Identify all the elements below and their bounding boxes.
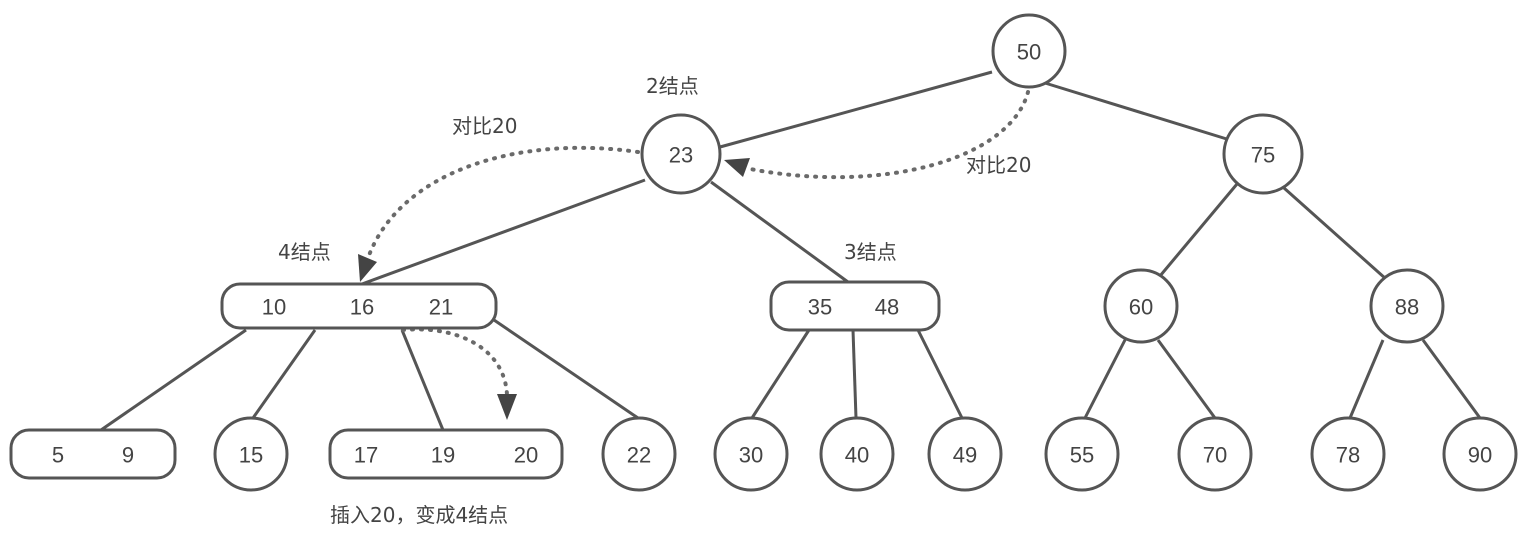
tree-node-30: 30 — [713, 416, 789, 492]
node-circle — [1442, 416, 1518, 492]
compare-arrow-23-to-4node — [366, 145, 640, 260]
node-key: 19 — [431, 443, 455, 468]
node-key: 22 — [627, 443, 651, 468]
node-key: 17 — [354, 443, 378, 468]
arrowhead-at-4node — [358, 254, 377, 282]
insert-arrow-to-leaf — [401, 327, 509, 397]
edge-n88-to-n78 — [1348, 339, 1385, 419]
node-box — [769, 280, 941, 332]
tree-node-35-48: 35 48 — [769, 280, 941, 332]
search-path-arrows — [358, 90, 1030, 420]
tree-node-10-16-21: 10 16 21 — [220, 282, 498, 330]
node-key: 49 — [953, 443, 977, 468]
edge-n75-to-n60 — [1158, 183, 1239, 277]
tree-node-70: 70 — [1177, 416, 1253, 492]
edge-n50-to-n23 — [719, 70, 993, 149]
edge-n35_48-to-n40 — [851, 329, 858, 419]
tree-node-23: 23 — [640, 113, 722, 195]
node-circle — [991, 13, 1067, 89]
tree-node-22: 22 — [601, 416, 677, 492]
edge-n23-to-n35_48 — [710, 180, 849, 284]
label-insert-note: 插入20，变成4结点 — [330, 503, 508, 527]
edge-n50-to-n75 — [1044, 81, 1231, 142]
node-key: 21 — [429, 295, 453, 320]
edges-group — [100, 70, 1482, 432]
node-key: 10 — [262, 295, 286, 320]
node-key: 70 — [1203, 443, 1227, 468]
tree-node-75: 75 — [1222, 113, 1304, 195]
node-key: 90 — [1468, 443, 1492, 468]
node-key: 78 — [1336, 443, 1360, 468]
edge-n75-to-n88 — [1283, 186, 1387, 281]
node-key: 20 — [514, 443, 538, 468]
edge-n10_16_21-to-n15 — [251, 329, 317, 419]
tree-node-50: 50 — [991, 13, 1067, 89]
edge-n35_48-to-n30 — [750, 329, 811, 419]
label-2-node: 2结点 — [646, 74, 699, 98]
node-key: 15 — [239, 443, 263, 468]
node-circle — [713, 416, 789, 492]
node-key: 16 — [350, 295, 374, 320]
tree-node-17-19-20: 17 19 20 — [328, 428, 564, 480]
node-box — [328, 428, 564, 480]
node-circle — [601, 416, 677, 492]
labels-group: 2结点 对比20 对比20 4结点 3结点 插入20，变成4结点 — [278, 74, 1031, 527]
node-circle — [1177, 416, 1253, 492]
tree-node-78: 78 — [1310, 416, 1386, 492]
node-circle — [1103, 268, 1179, 344]
arrowhead-at-23 — [724, 158, 750, 177]
edge-n10_16_21-to-n22 — [493, 318, 639, 420]
node-key: 9 — [122, 443, 134, 468]
tree-node-40: 40 — [819, 416, 895, 492]
node-key: 48 — [875, 295, 899, 320]
edge-n35_48-to-n49 — [916, 329, 964, 419]
edge-n10_16_21-to-n5_9 — [100, 328, 247, 432]
node-key: 30 — [739, 443, 763, 468]
node-key: 88 — [1395, 295, 1419, 320]
node-key: 5 — [52, 443, 64, 468]
node-circle — [213, 416, 289, 492]
tree-node-60: 60 — [1103, 268, 1179, 344]
node-circle — [1222, 113, 1304, 195]
node-circle — [640, 113, 722, 195]
node-key: 23 — [669, 143, 693, 168]
node-box — [220, 282, 498, 330]
tree-node-55: 55 — [1044, 416, 1120, 492]
node-circle — [1369, 268, 1445, 344]
node-box — [9, 428, 177, 480]
edge-n88-to-n90 — [1421, 339, 1482, 419]
label-4-node: 4结点 — [278, 240, 331, 264]
node-circle — [1044, 416, 1120, 492]
node-circle — [1310, 416, 1386, 492]
node-key: 60 — [1129, 295, 1153, 320]
tree-node-90: 90 — [1442, 416, 1518, 492]
arrowhead-at-leaf — [497, 394, 517, 420]
compare-arrow-root-to-23 — [743, 90, 1030, 180]
node-circle — [927, 416, 1003, 492]
label-compare-at-23: 对比20 — [452, 114, 517, 138]
node-key: 55 — [1070, 443, 1094, 468]
node-circle — [819, 416, 895, 492]
label-3-node: 3结点 — [844, 240, 897, 264]
tree-node-49: 49 — [927, 416, 1003, 492]
node-key: 50 — [1017, 40, 1041, 65]
tree-node-88: 88 — [1369, 268, 1445, 344]
node-key: 40 — [845, 443, 869, 468]
edge-n60-to-n55 — [1083, 337, 1128, 419]
node-key: 35 — [808, 295, 832, 320]
label-compare-at-root: 对比20 — [966, 153, 1031, 177]
node-key: 75 — [1251, 143, 1275, 168]
edge-n10_16_21-to-n17_19_20 — [400, 329, 445, 431]
edge-n60-to-n70 — [1156, 339, 1217, 419]
tree-node-15: 15 — [213, 416, 289, 492]
edge-n23-to-n10_16_21 — [361, 178, 646, 286]
